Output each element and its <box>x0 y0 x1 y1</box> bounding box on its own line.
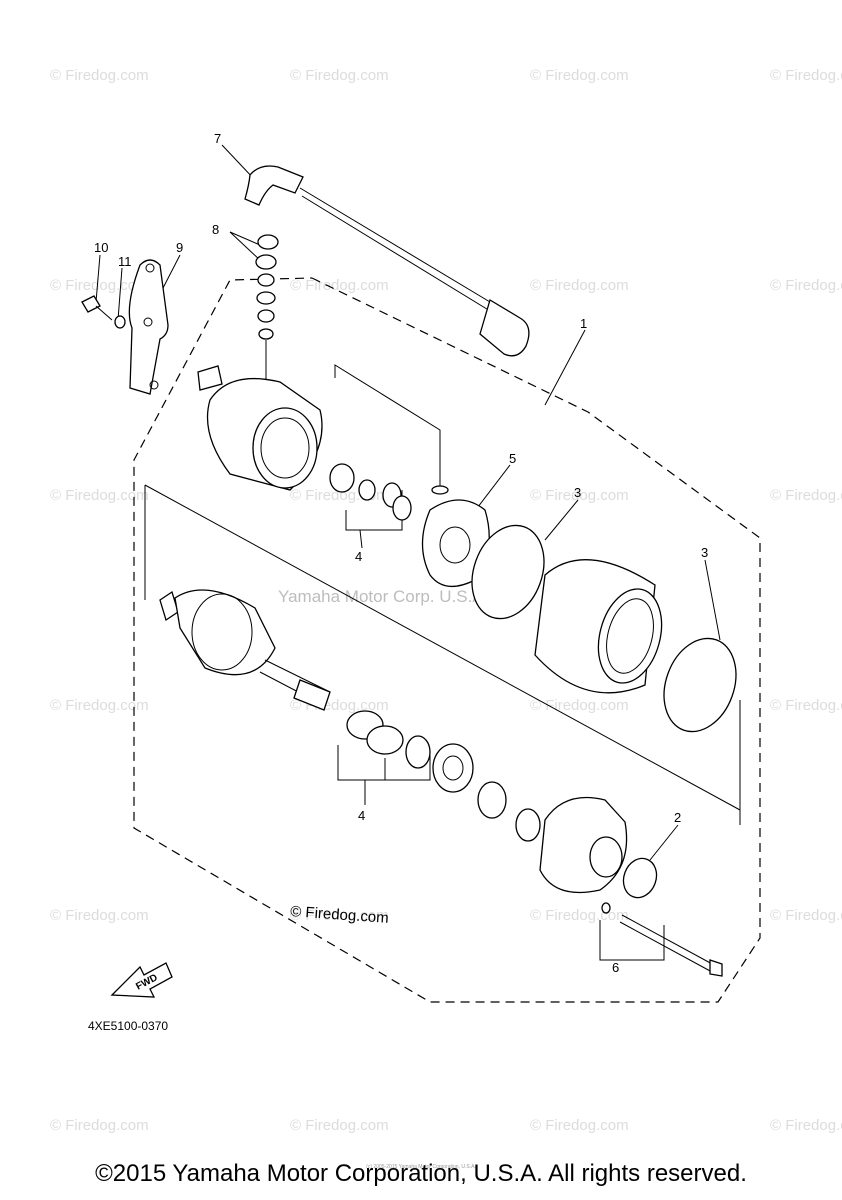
watermark: © Firedog.com <box>530 697 629 714</box>
callout-1: 1 <box>580 316 587 331</box>
diagram-stamp: © Firedog.com <box>290 903 390 927</box>
o-ring-part-3b <box>663 637 737 733</box>
callout-9: 9 <box>176 240 183 255</box>
watermark: © Firedog.com <box>50 67 149 84</box>
watermark: © Firedog.com <box>50 487 149 504</box>
watermark: © Firedog.com <box>290 67 389 84</box>
watermark: © Firedog.com <box>50 907 149 924</box>
diagram-code: 4XE5100-0370 <box>88 1019 168 1033</box>
watermark: © Firedog.com <box>530 277 629 294</box>
lower-washers-part-4 <box>346 710 431 769</box>
lead-wire-part-7 <box>244 165 530 357</box>
watermark: © Firedog.com <box>290 1117 389 1134</box>
callout-3b: 3 <box>701 545 708 560</box>
o-ring-part-3a <box>471 524 545 620</box>
assembly-outline <box>133 277 761 1003</box>
watermark: © Firedog.com <box>530 907 629 924</box>
watermark: © Firedog.com <box>770 67 842 84</box>
watermark: © Firedog.com <box>290 277 389 294</box>
armature <box>159 589 331 711</box>
o-ring-part-2 <box>622 857 658 899</box>
bolt-part-10 <box>81 295 113 321</box>
watermark: © Firedog.com <box>770 487 842 504</box>
footer-small-print: (c) 2005-2015 Yamaha Motor Corporation, … <box>366 1164 476 1170</box>
callout-7: 7 <box>214 131 221 146</box>
bracket-part-9 <box>128 259 169 395</box>
long-bolt-part-6 <box>601 902 723 977</box>
upper-washers-part-4 <box>329 463 412 521</box>
leader-lines <box>95 144 741 961</box>
watermark: © Firedog.com <box>50 1117 149 1134</box>
callout-labels: 1 2 3 3 4 4 5 6 7 8 9 10 11 <box>94 131 708 975</box>
callout-4a: 4 <box>355 549 362 564</box>
watermark-grid: © Firedog.com © Firedog.com © Firedog.co… <box>50 67 842 1134</box>
callout-11: 11 <box>118 254 132 269</box>
terminal-screw <box>431 455 449 495</box>
washer-part-11 <box>114 315 126 329</box>
watermark: © Firedog.com <box>770 907 842 924</box>
front-cover <box>197 365 323 491</box>
callout-5: 5 <box>509 451 516 466</box>
watermark: © Firedog.com <box>290 907 389 924</box>
watermark: © Firedog.com <box>50 697 149 714</box>
watermark: © Firedog.com <box>770 697 842 714</box>
footer-copyright: ©2015 Yamaha Motor Corporation, U.S.A. A… <box>95 1160 747 1187</box>
bearings <box>432 743 541 842</box>
fwd-arrow-icon: FWD <box>110 962 173 998</box>
callout-6: 6 <box>612 960 619 975</box>
watermark: © Firedog.com <box>530 487 629 504</box>
nuts-washers-part-8 <box>255 234 279 385</box>
callout-8: 8 <box>212 222 219 237</box>
yoke <box>534 559 663 694</box>
watermark: © Firedog.com <box>530 67 629 84</box>
callout-4b: 4 <box>358 808 365 823</box>
callout-10: 10 <box>94 240 108 255</box>
center-watermark: Yamaha Motor Corp. U.S.A. <box>278 587 488 606</box>
watermark: © Firedog.com <box>530 1117 629 1134</box>
callout-3a: 3 <box>574 485 581 500</box>
watermark: © Firedog.com <box>770 277 842 294</box>
rear-cover <box>539 796 628 894</box>
watermark: © Firedog.com <box>770 1117 842 1134</box>
watermark: © Firedog.com <box>50 277 149 294</box>
callout-2: 2 <box>674 810 681 825</box>
